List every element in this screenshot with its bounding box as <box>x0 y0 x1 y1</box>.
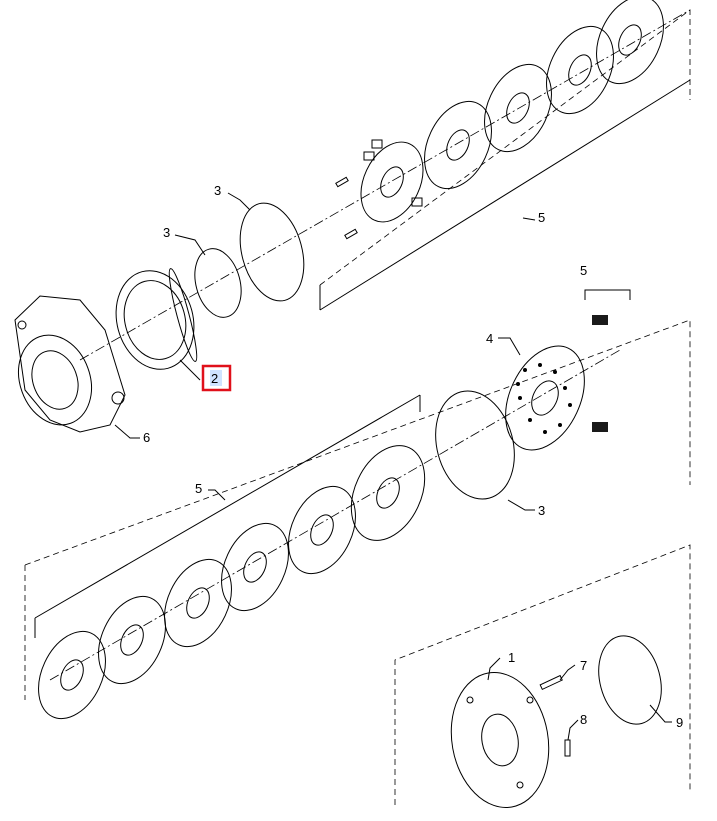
o-ring-lower <box>435 390 515 500</box>
lower-plate-friction-1 <box>38 630 106 720</box>
perforated-plate <box>505 345 585 451</box>
o-ring-9 <box>598 635 662 725</box>
lower-plate-steel-2 <box>221 522 289 612</box>
lower-pack-bracket <box>24 319 691 700</box>
upper-plate-friction-1 <box>546 25 614 115</box>
lower-plate-friction-2 <box>164 558 232 648</box>
callout-5-upper: 5 <box>538 210 545 225</box>
upper-plate-steel-1 <box>596 0 664 85</box>
end-cover-part <box>450 672 550 808</box>
callout-1: 1 <box>508 650 515 665</box>
lower-right-group-box <box>394 544 691 805</box>
lower-axis-line <box>49 349 621 681</box>
callout-6: 6 <box>143 430 150 445</box>
housing-part <box>14 295 126 433</box>
lower-plate-friction-3 <box>288 485 356 575</box>
screw-set-upper <box>592 315 608 432</box>
upper-plate-steel-2 <box>484 63 552 153</box>
callout-4: 4 <box>486 331 493 346</box>
screw-bracket-5 <box>584 289 631 300</box>
upper-plate-tabbed <box>360 139 424 223</box>
callout-9: 9 <box>676 715 683 730</box>
pin-lower <box>344 228 358 240</box>
callout-2-highlight[interactable]: 2 <box>201 364 232 392</box>
piston-part <box>115 268 198 370</box>
o-ring-small <box>194 248 242 318</box>
upper-pack-bracket <box>319 9 691 311</box>
upper-plate-friction-2 <box>424 100 492 190</box>
lower-plate-steel-3 <box>350 445 426 541</box>
leader-lines <box>114 192 672 741</box>
o-ring-large <box>239 202 305 302</box>
bolt-8 <box>564 739 571 757</box>
callout-3-lower: 3 <box>538 503 545 518</box>
callout-3-middle: 3 <box>163 225 170 240</box>
callout-5-screws: 5 <box>580 263 587 278</box>
callout-8: 8 <box>580 712 587 727</box>
callout-7: 7 <box>580 658 587 673</box>
lower-plate-steel-1 <box>98 595 166 685</box>
callout-3-upper: 3 <box>214 183 221 198</box>
upper-axis-line <box>79 9 691 361</box>
pin-upper <box>335 176 349 188</box>
bolt-7 <box>539 674 563 691</box>
callout-2[interactable]: 2 <box>211 371 218 386</box>
callout-5-lower: 5 <box>195 481 202 496</box>
